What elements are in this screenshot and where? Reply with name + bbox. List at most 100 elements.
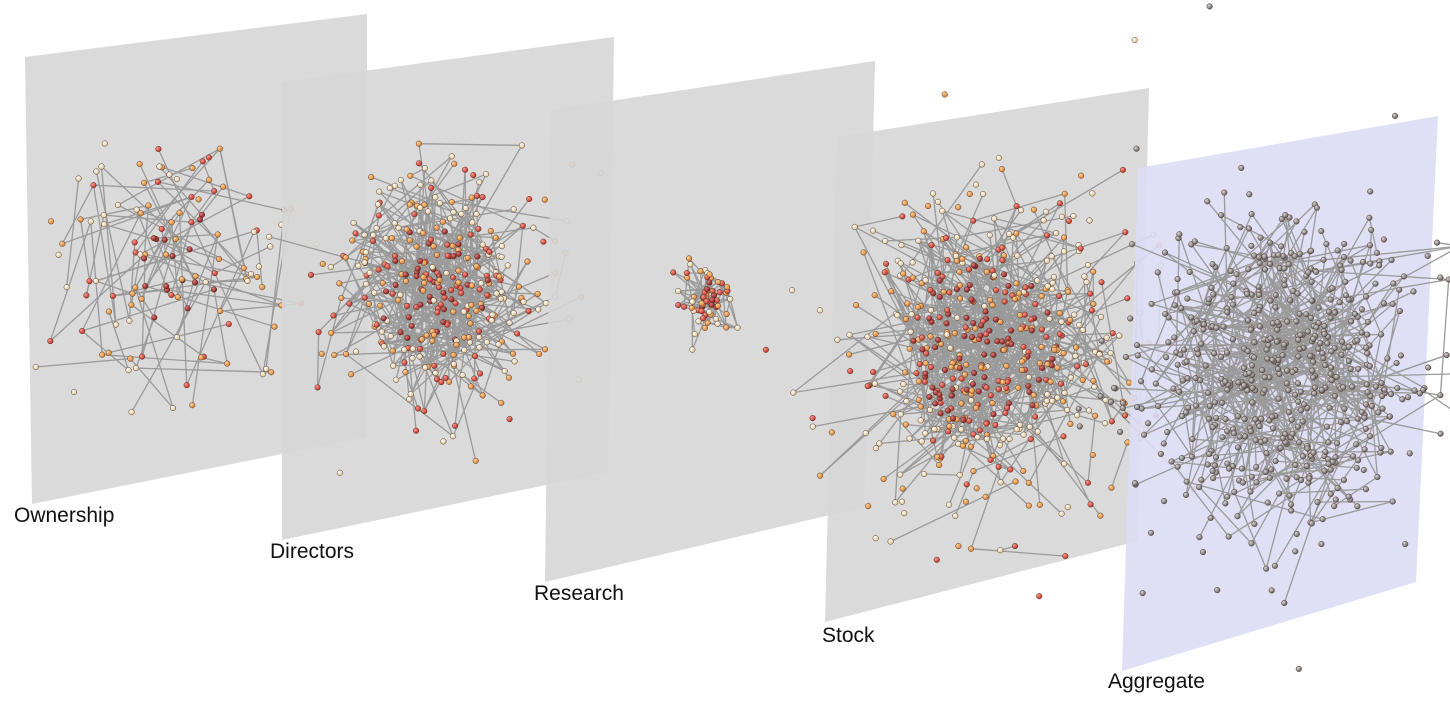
node [473,263,480,270]
layer-research: Research [534,61,875,605]
node [1191,238,1198,245]
node [420,230,427,237]
node [168,291,175,299]
node [1006,230,1013,237]
node [970,319,977,327]
node [139,353,146,360]
node [1252,437,1259,444]
node [936,277,943,284]
node [963,244,970,251]
node [922,430,929,437]
node [99,351,106,358]
node [1065,288,1072,295]
node [1043,397,1050,404]
node [1249,399,1256,406]
node [1072,352,1079,360]
node [1227,267,1234,275]
node [703,285,710,293]
node [1390,280,1397,287]
edge [157,181,285,211]
node [1313,324,1320,331]
node [1103,334,1110,341]
edge [1076,414,1106,424]
edge [1028,353,1101,484]
edge [1288,411,1382,449]
network-research [670,255,741,353]
node [1206,402,1213,410]
edge [1305,207,1318,276]
node [150,235,157,242]
node [1361,446,1368,453]
node [952,512,959,519]
node [1251,339,1258,346]
node [1266,239,1274,246]
node [328,329,335,336]
edge [1250,298,1331,331]
node [439,218,446,225]
node [926,315,933,322]
node [1210,291,1217,298]
node [1388,256,1395,264]
edge [139,163,196,283]
node [926,406,933,413]
node [1025,382,1032,389]
node [1331,503,1338,510]
edge [101,166,191,250]
node [919,334,926,341]
node [1289,430,1296,437]
node [715,302,722,309]
node [1020,467,1027,475]
node [1246,191,1253,198]
edge [854,215,903,228]
edge [1185,353,1215,496]
node [1321,323,1328,330]
node [1396,307,1403,315]
node [448,287,455,294]
node [474,253,481,260]
edge [1227,308,1311,357]
edge [345,303,370,355]
node [1362,486,1370,493]
node [1019,358,1026,365]
edge [134,287,174,409]
node [953,234,960,241]
node [370,231,377,239]
node [378,328,385,335]
node [1234,444,1241,451]
node [176,209,183,216]
node [1230,280,1237,287]
node [789,287,796,294]
node [1014,252,1021,259]
node [1366,242,1374,249]
node [1035,376,1042,383]
node [361,231,368,238]
node [1074,363,1081,370]
node [906,345,913,352]
edge [61,184,95,245]
node [946,423,953,430]
node [383,288,390,295]
node [923,350,930,357]
node [1087,501,1094,508]
node [307,271,315,278]
node [1318,386,1325,393]
node [990,411,997,418]
node [100,212,107,219]
node [901,199,908,206]
edge [430,187,435,247]
node [448,198,455,206]
node [402,278,410,285]
node [215,255,223,263]
edge [1064,193,1069,291]
node [1207,514,1214,521]
node [1184,295,1191,302]
node [455,267,462,274]
node [1020,343,1027,350]
node [432,194,439,201]
node [865,503,872,510]
node [1328,348,1335,355]
node [1251,310,1258,317]
node [373,225,380,232]
node [1272,304,1279,311]
node [1034,428,1041,435]
